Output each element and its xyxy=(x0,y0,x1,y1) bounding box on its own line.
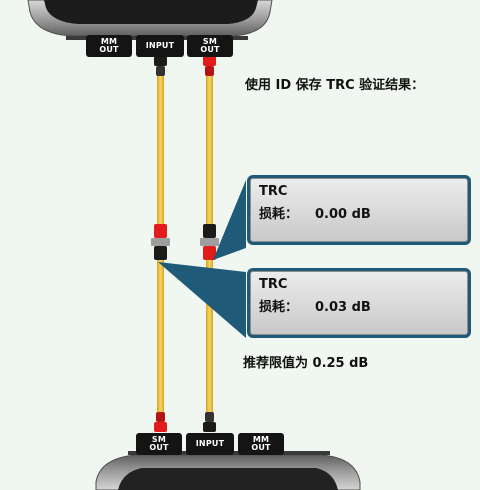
result-callout-2: TRC 损耗： 0.03 dB xyxy=(247,268,471,338)
recommended-limit-note: 推荐限值为 0.25 dB xyxy=(243,356,369,371)
port-label-top-input: INPUT xyxy=(136,35,184,57)
port-label-bottom-sm-out: SM OUT xyxy=(136,433,182,455)
loss-label: 损耗： xyxy=(259,300,299,315)
fiber-right xyxy=(206,76,213,412)
callout-title: TRC xyxy=(259,277,288,292)
connector-bottom-input-black xyxy=(203,412,216,432)
port-label-top-sm-out: SM OUT xyxy=(187,35,233,57)
bottom-meter-body xyxy=(95,451,361,490)
connector-bottom-smout-red xyxy=(154,412,167,432)
connector-top-smout-red xyxy=(203,56,216,76)
port-label-top-mm-out: MM OUT xyxy=(86,35,132,57)
loss-value: 0.00 dB xyxy=(315,207,371,222)
adapter-left xyxy=(151,224,170,260)
loss-label: 损耗： xyxy=(259,207,299,222)
callout-title: TRC xyxy=(259,184,288,199)
port-label-bottom-input: INPUT xyxy=(186,433,234,455)
instruction-text: 使用 ID 保存 TRC 验证结果： xyxy=(245,78,425,93)
callout-pointer-1 xyxy=(213,180,246,260)
top-meter-body xyxy=(27,0,273,40)
loss-value: 0.03 dB xyxy=(315,300,371,315)
fiber-left xyxy=(157,76,164,412)
adapter-right xyxy=(200,224,219,260)
callout-pointer-2 xyxy=(158,262,246,338)
result-callout-1: TRC 损耗： 0.00 dB xyxy=(247,175,471,245)
connector-top-input-black xyxy=(154,56,167,76)
port-label-bottom-mm-out: MM OUT xyxy=(238,433,284,455)
